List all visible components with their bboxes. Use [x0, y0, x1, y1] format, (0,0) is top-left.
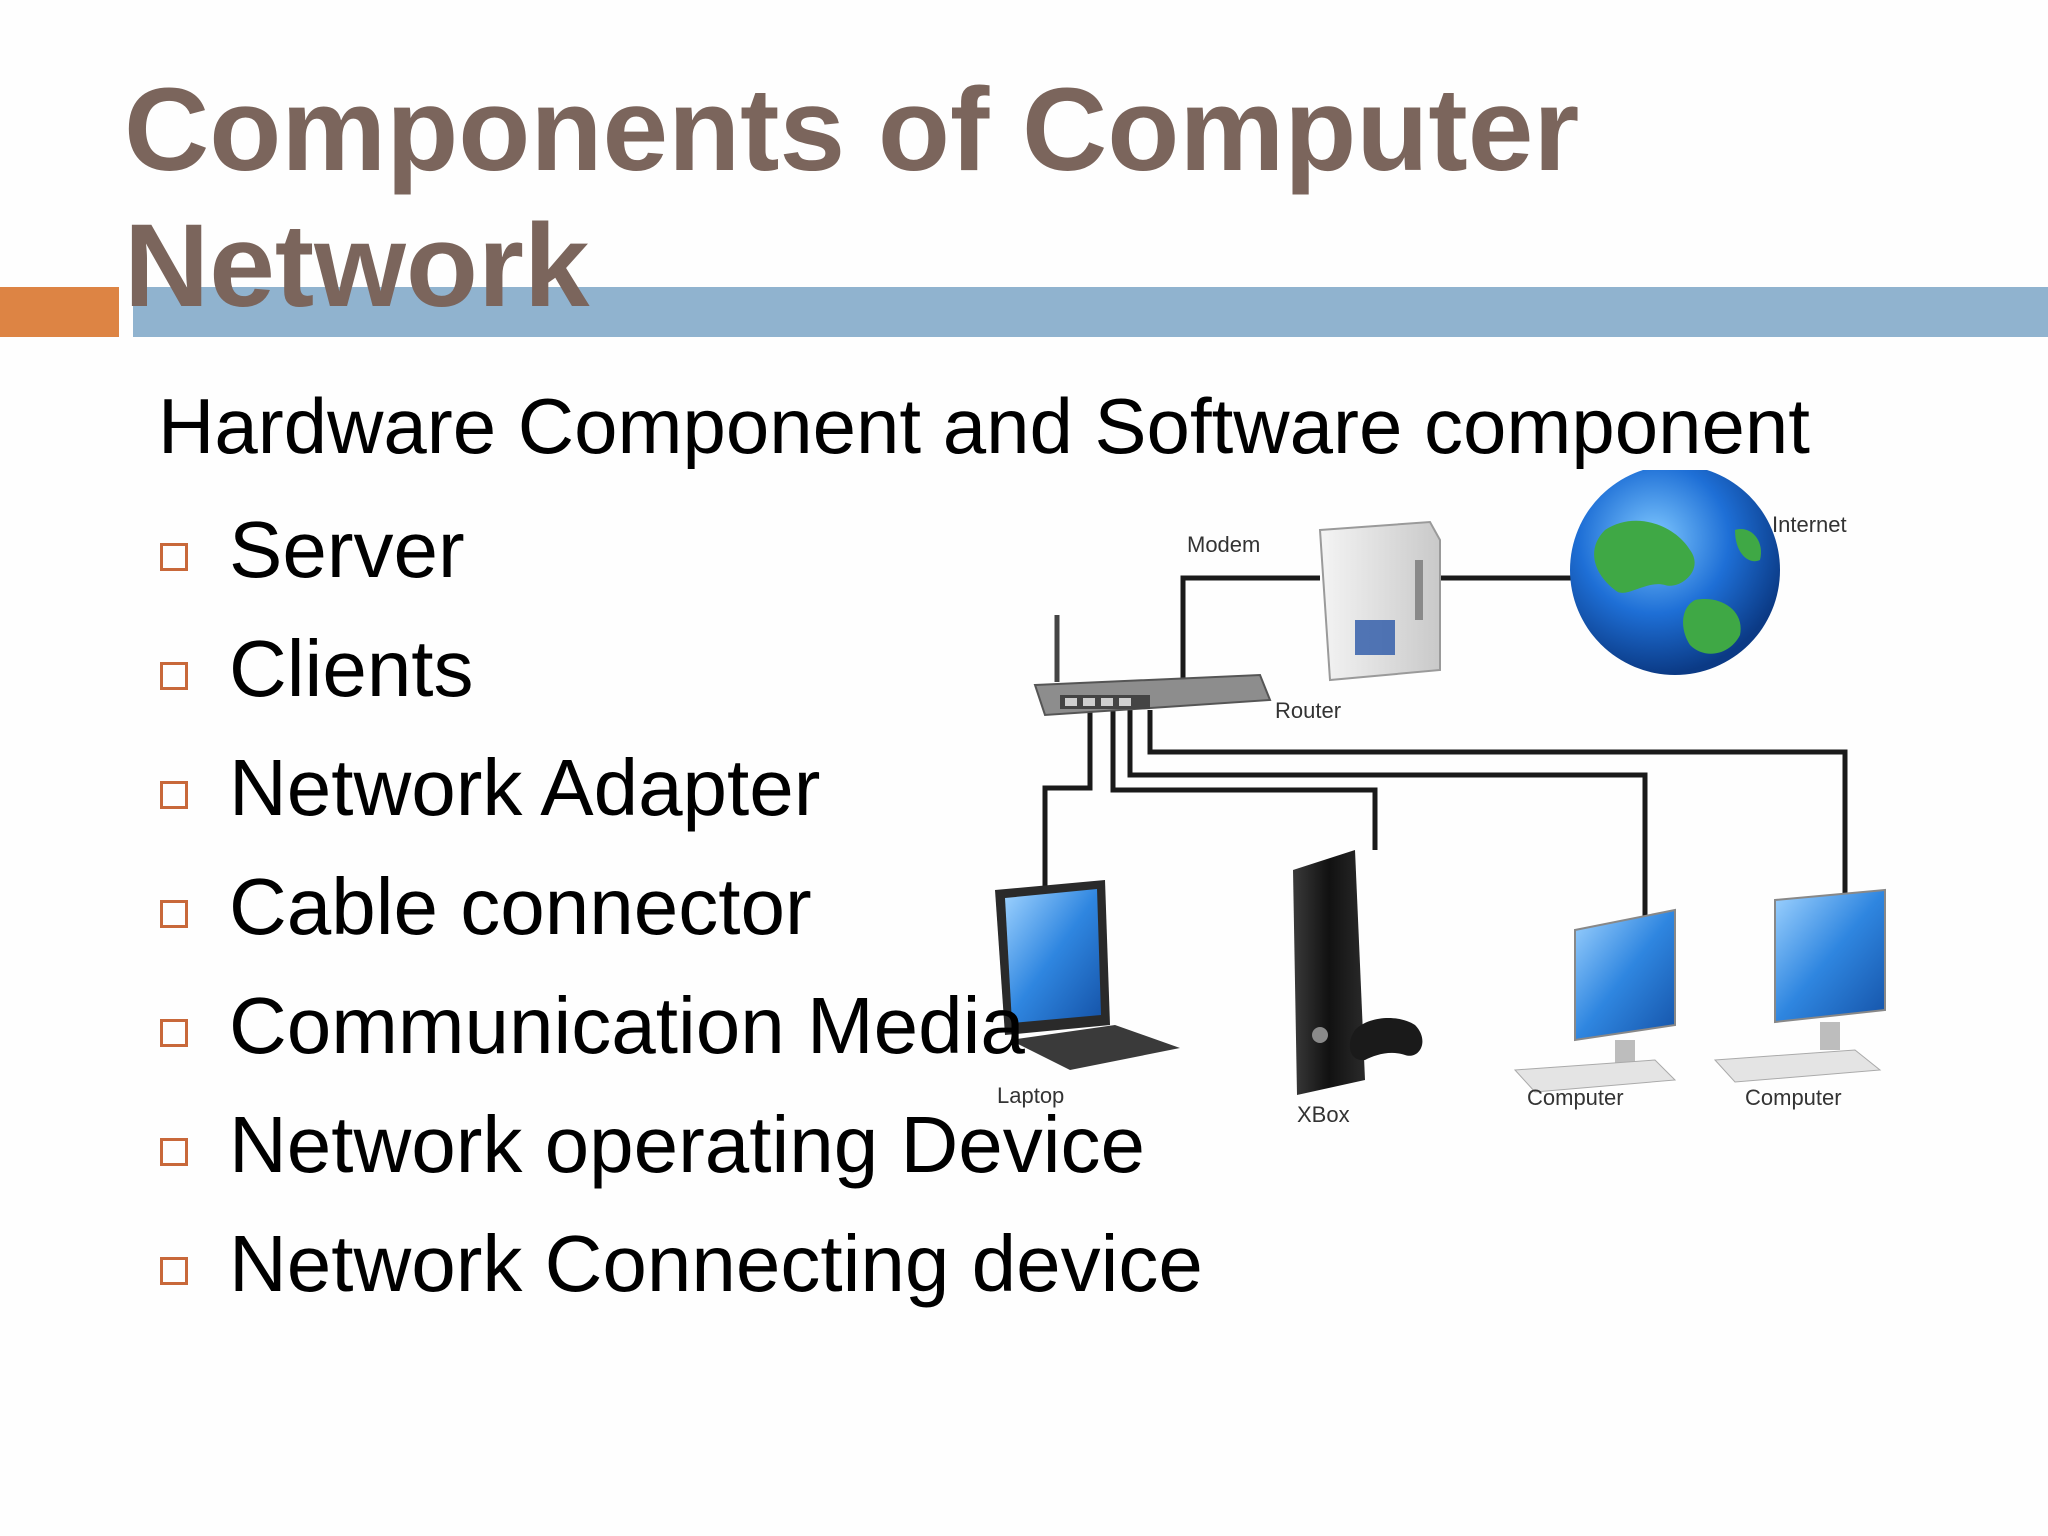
- list-item: Server: [160, 490, 1203, 609]
- computer-2-label: Computer: [1745, 1085, 1842, 1110]
- bullet-list: Server Clients Network Adapter Cable con…: [160, 490, 1203, 1323]
- router-label: Router: [1275, 698, 1341, 723]
- bullet-text: Server: [229, 504, 465, 594]
- list-item: Clients: [160, 609, 1203, 728]
- desktop-computer-icon: [1713, 888, 1886, 1083]
- slide-title: Components of Computer Network: [124, 64, 1580, 332]
- laptop-label: Laptop: [997, 1083, 1064, 1108]
- square-bullet-icon: [160, 542, 188, 571]
- bullet-text: Cable connector: [229, 861, 812, 951]
- square-bullet-icon: [160, 899, 188, 928]
- bullet-text: Communication Media: [229, 980, 1025, 1070]
- modem-label: Modem: [1187, 532, 1260, 557]
- internet-label: Internet: [1772, 512, 1847, 537]
- title-accent-bar-orange: [0, 287, 119, 337]
- router-icon: [1033, 615, 1272, 717]
- modem-icon: [1318, 520, 1441, 682]
- square-bullet-icon: [160, 1018, 188, 1047]
- title-accent-bar-blue: [133, 287, 2048, 337]
- network-cables: [1042, 575, 1848, 930]
- square-bullet-icon: [160, 661, 188, 690]
- desktop-computer-icon: [1513, 908, 1677, 1093]
- globe-icon: [1570, 470, 1780, 675]
- square-bullet-icon: [160, 1256, 188, 1285]
- laptop-icon: [995, 880, 1180, 1070]
- square-bullet-icon: [160, 1137, 188, 1166]
- square-bullet-icon: [160, 780, 188, 809]
- list-item: Cable connector: [160, 847, 1203, 966]
- list-item: Communication Media: [160, 966, 1203, 1085]
- list-item: Network Adapter: [160, 728, 1203, 847]
- xbox-icon: [1293, 850, 1423, 1095]
- network-diagram: Modem Internet Router: [975, 470, 1925, 1150]
- bullet-text: Network Adapter: [229, 742, 821, 832]
- bullet-text: Network Connecting device: [229, 1218, 1203, 1308]
- bullet-text: Clients: [229, 623, 474, 713]
- xbox-label: XBox: [1297, 1102, 1350, 1127]
- list-item: Network operating Device: [160, 1085, 1203, 1204]
- bullet-text: Network operating Device: [229, 1099, 1145, 1189]
- list-item: Network Connecting device: [160, 1204, 1203, 1323]
- computer-1-label: Computer: [1527, 1085, 1624, 1110]
- slide-subtitle: Hardware Component and Software componen…: [158, 382, 1810, 470]
